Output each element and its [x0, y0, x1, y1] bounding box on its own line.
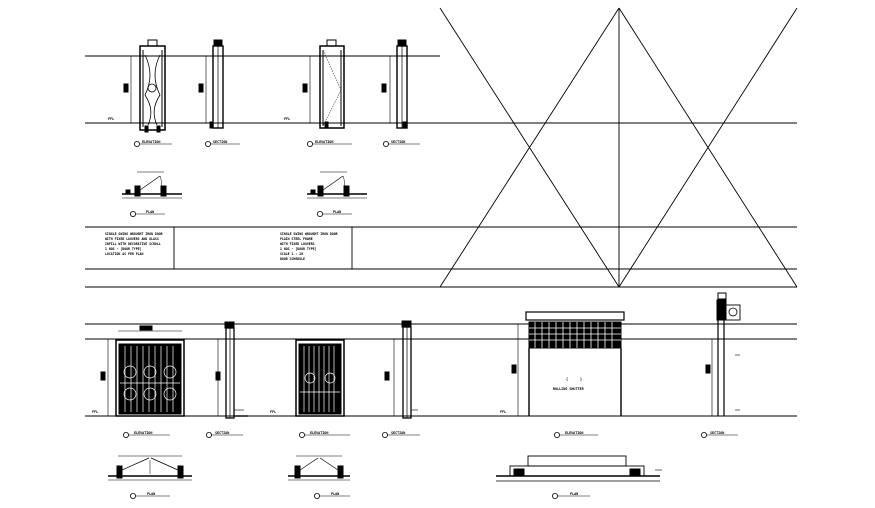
shutter-mark-left: {: [566, 377, 568, 381]
view-label-plan-shutter: PLAN: [570, 492, 578, 496]
shutter-elevation: [511, 311, 625, 416]
note-left-5: LOCATION AS PER PLAN: [105, 252, 143, 256]
level-mark-1: FFL: [108, 117, 114, 121]
view-label-plan-gate-2: PLAN: [331, 492, 339, 496]
note-mid-4: 1 NOS - [DOOR TYPE]: [280, 247, 317, 251]
triangle-line-c: [439, 7, 620, 288]
door-2-plan: [307, 171, 367, 199]
note-mid-2: PLAIN STEEL FRAME: [280, 237, 313, 241]
level-mark-3: FFL: [92, 410, 98, 414]
note-left-2: WITH FIXED LOUVERS AND GLASS: [105, 237, 159, 241]
shutter-note: ROLLING SHUTTER: [553, 387, 585, 391]
gate-1-plan: [108, 455, 192, 481]
triangle-line-d: [618, 7, 798, 288]
shutter-mark-right: }: [580, 377, 582, 381]
note-left-4: 1 NOS - [DOOR TYPE]: [105, 247, 142, 251]
level-mark-4: FFL: [270, 410, 276, 414]
view-label-plan-door-1: PLAN: [146, 210, 154, 214]
plan-tags-bottom: PLAN PLAN PLAN: [129, 492, 590, 499]
note-left-1: SINGLE SWING WROUGHT IRON DOOR: [105, 232, 163, 236]
view-label-elevation-gate-1: ELEVATION: [134, 431, 152, 435]
view-label-section-door-1: SECTION: [213, 140, 227, 144]
view-label-elevation-door-2: ELEVATION: [315, 140, 333, 144]
door-1-section: [198, 39, 224, 129]
notes-left: SINGLE SWING WROUGHT IRON DOOR WITH FIXE…: [105, 232, 163, 256]
view-label-elevation-gate-2: ELEVATION: [310, 431, 328, 435]
door-1-elevation: [123, 39, 166, 133]
view-label-section-shutter: SECTION: [710, 431, 724, 435]
level-mark-2: FFL: [284, 117, 290, 121]
gate-2-plan: [288, 455, 350, 481]
note-mid-5: SCALE 1 : 20: [280, 252, 303, 256]
construction-triangles: [439, 7, 798, 288]
view-label-plan-gate-1: PLAN: [147, 492, 155, 496]
notes-middle: SINGLE SWING WROUGHT IRON DOOR PLAIN STE…: [280, 232, 338, 261]
view-label-section-door-2: SECTION: [391, 140, 405, 144]
view-label-section-gate-2: SECTION: [391, 431, 405, 435]
gate-1-elevation: [100, 325, 185, 417]
gate-2-section: [384, 320, 418, 419]
note-mid-6: DOOR SCHEDULE: [280, 257, 305, 261]
level-mark-5: FFL: [500, 410, 506, 414]
bottom-view-tags: ELEVATION SECTION ELEVATION SECTION ELEV…: [123, 431, 738, 438]
shutter-plan: [496, 455, 662, 482]
note-left-3: INFILL WITH DECORATIVE SCROLL: [105, 242, 161, 246]
guide-lines: [85, 55, 797, 417]
view-label-elevation-shutter: ELEVATION: [565, 431, 583, 435]
note-mid-3: WITH FIXED LOUVERS: [280, 242, 315, 246]
gate-2-elevation: [295, 339, 345, 417]
top-view-tags: ELEVATION SECTION ELEVATION SECTION: [133, 140, 420, 147]
notes-table: [173, 227, 353, 269]
view-label-elevation-door-1: ELEVATION: [142, 140, 160, 144]
shutter-section: [705, 292, 741, 416]
gate-1-section: [215, 321, 248, 419]
door-2-section: [381, 39, 408, 129]
view-label-section-gate-1: SECTION: [215, 431, 229, 435]
view-label-plan-door-2: PLAN: [333, 210, 341, 214]
door-1-plan: [122, 171, 182, 199]
plan-tags-top: PLAN PLAN: [129, 210, 352, 217]
note-mid-1: SINGLE SWING WROUGHT IRON DOOR: [280, 232, 338, 236]
door-2-elevation: [302, 39, 345, 129]
